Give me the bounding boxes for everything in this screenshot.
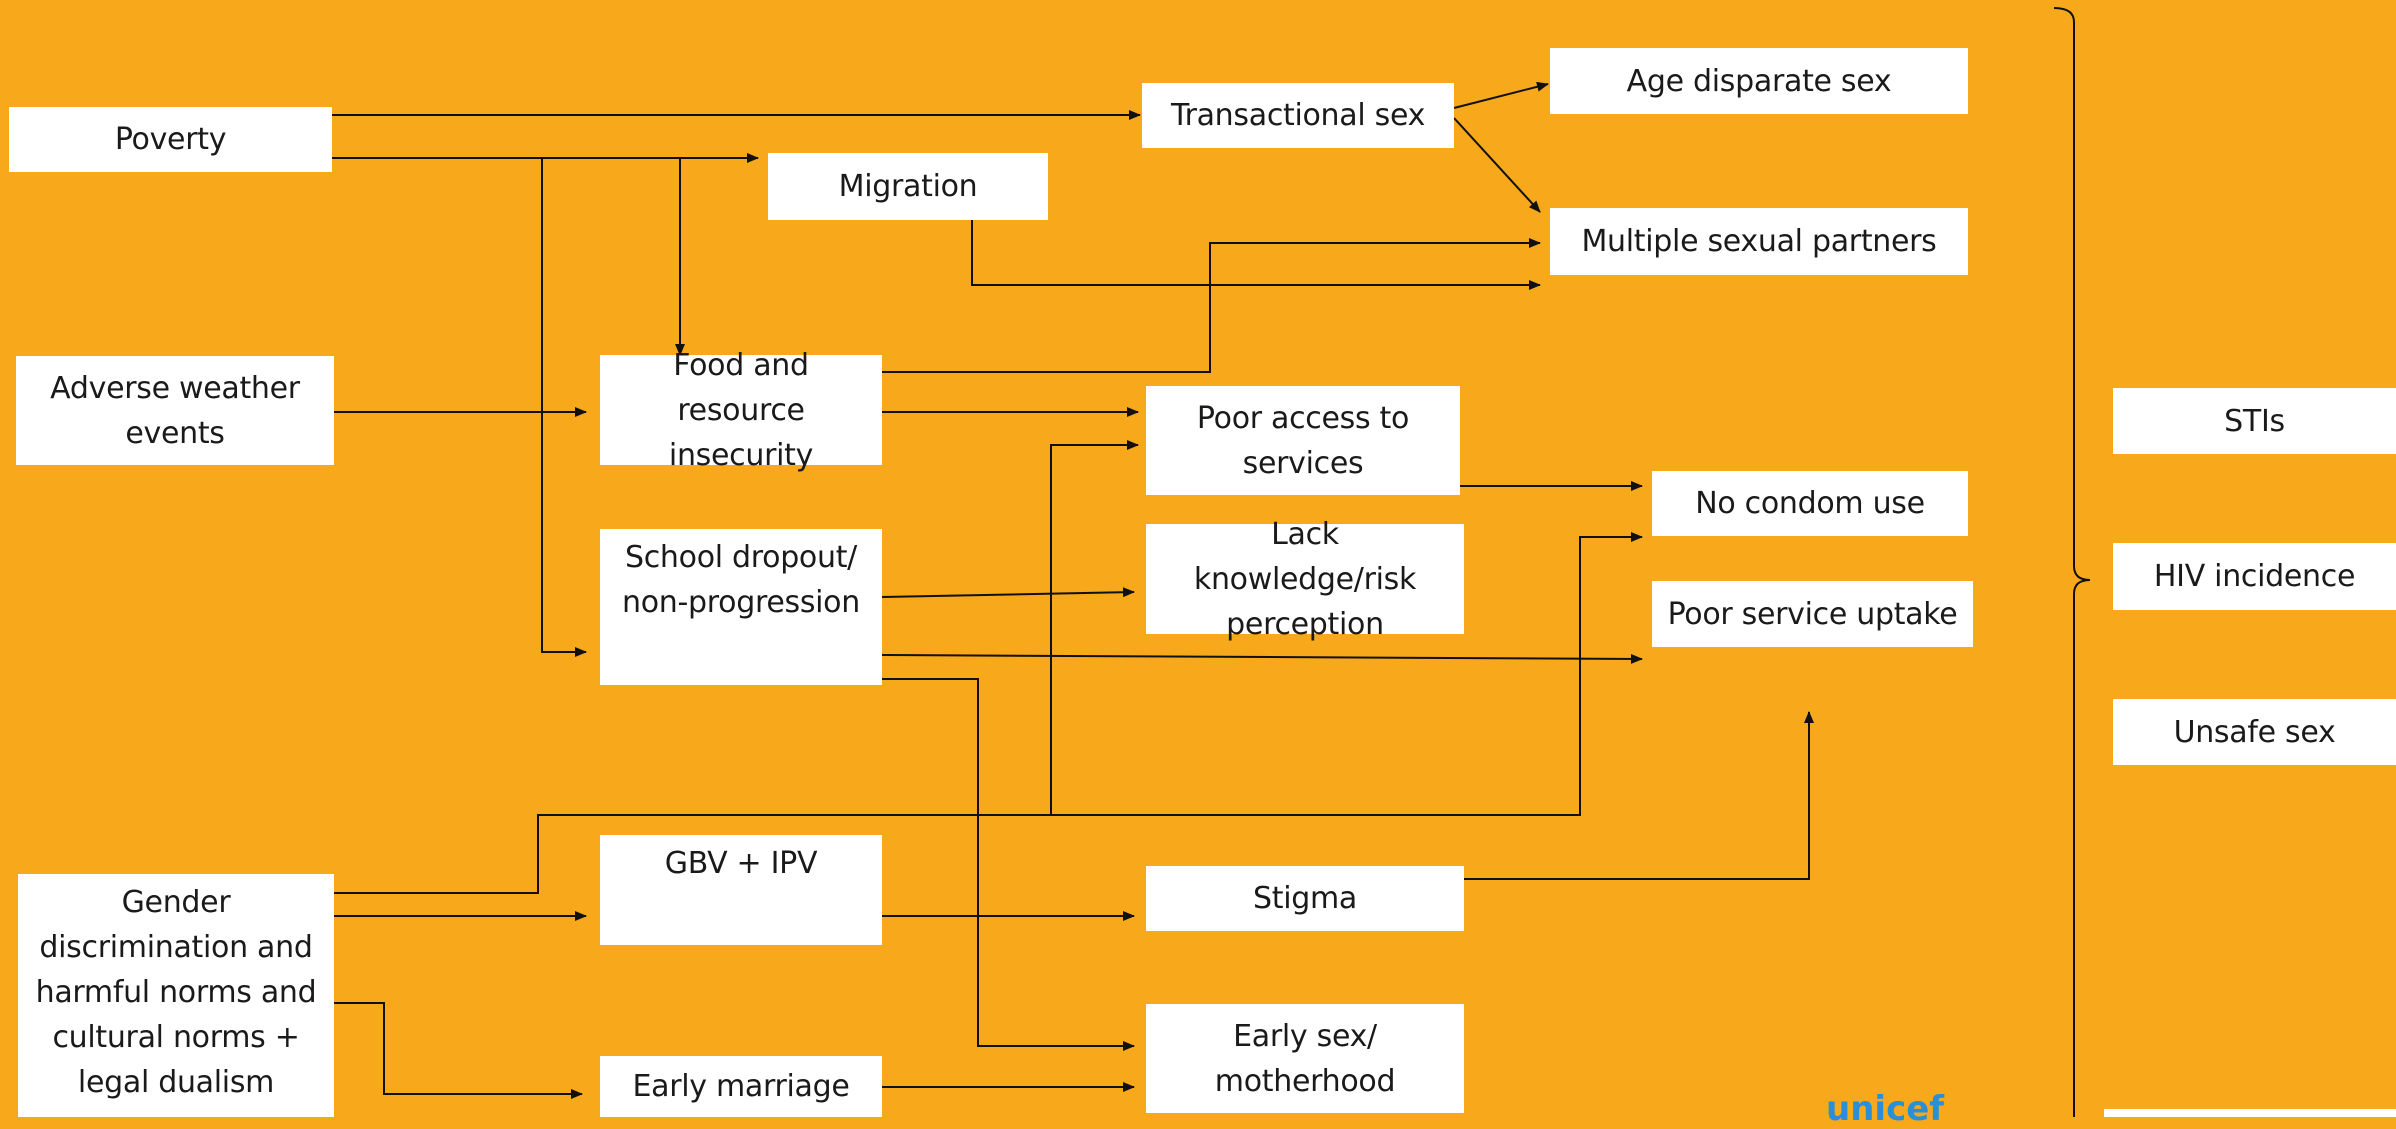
transactional-to-multiple-partners-arrow bbox=[1453, 117, 1541, 213]
node-lack-knowledge: Lack knowledge/risk perception bbox=[1146, 517, 1464, 642]
school-to-lack-knowledge-arrow bbox=[881, 587, 1135, 598]
node-partial-bottom bbox=[2104, 1109, 2396, 1117]
node-age-disparate-sex: Age disparate sex bbox=[1550, 48, 1968, 114]
node-adverse-weather: Adverse weather events bbox=[16, 356, 334, 465]
gender-to-early-marriage-arrow bbox=[334, 1002, 583, 1099]
unicef-logo-icon: unicef bbox=[1826, 1092, 1944, 1126]
node-no-condom-use: No condom use bbox=[1652, 471, 1968, 536]
school-to-poor-uptake-arrow bbox=[881, 653, 1643, 664]
school-to-early-sex-arrow bbox=[882, 678, 1135, 1051]
node-poor-access: Poor access to services bbox=[1146, 386, 1460, 495]
node-unsafe-sex: Unsafe sex bbox=[2113, 699, 2396, 765]
node-transactional-sex: Transactional sex bbox=[1142, 83, 1454, 148]
node-stigma: Stigma bbox=[1146, 866, 1464, 931]
node-poor-service-uptake: Poor service uptake bbox=[1652, 581, 1973, 647]
node-gbv-ipv: GBV + IPV bbox=[600, 835, 882, 945]
stigma-to-poor-uptake-arrow bbox=[1464, 711, 1814, 880]
node-poverty: Poverty bbox=[9, 107, 332, 172]
node-multiple-partners: Multiple sexual partners bbox=[1550, 208, 1968, 275]
node-school-dropout: School dropout/ non-progression bbox=[600, 529, 882, 685]
poverty-to-school-dropout-arrow bbox=[541, 158, 587, 657]
transactional-to-age-disparate-arrow bbox=[1453, 81, 1549, 109]
outcome-brace bbox=[2053, 7, 2091, 1117]
node-stis: STIs bbox=[2113, 388, 2396, 454]
node-migration: Migration bbox=[768, 153, 1048, 220]
node-gender-discrimination: Gender discrimination and harmful norms … bbox=[18, 874, 334, 1117]
node-early-sex: Early sex/ motherhood bbox=[1146, 1004, 1464, 1113]
node-early-marriage: Early marriage bbox=[600, 1056, 882, 1117]
food-to-multiple-partners-arrow bbox=[882, 238, 1541, 373]
logo-text: unicef bbox=[1826, 1089, 1945, 1129]
gender-to-services-arrow bbox=[334, 532, 1643, 894]
node-food-insecurity: Food and resource insecurity bbox=[600, 348, 882, 473]
migration-to-multiple-partners-arrow bbox=[971, 220, 1541, 290]
node-hiv-incidence: HIV incidence bbox=[2113, 543, 2396, 610]
gender-to-poor-access-arrow bbox=[1050, 440, 1139, 815]
